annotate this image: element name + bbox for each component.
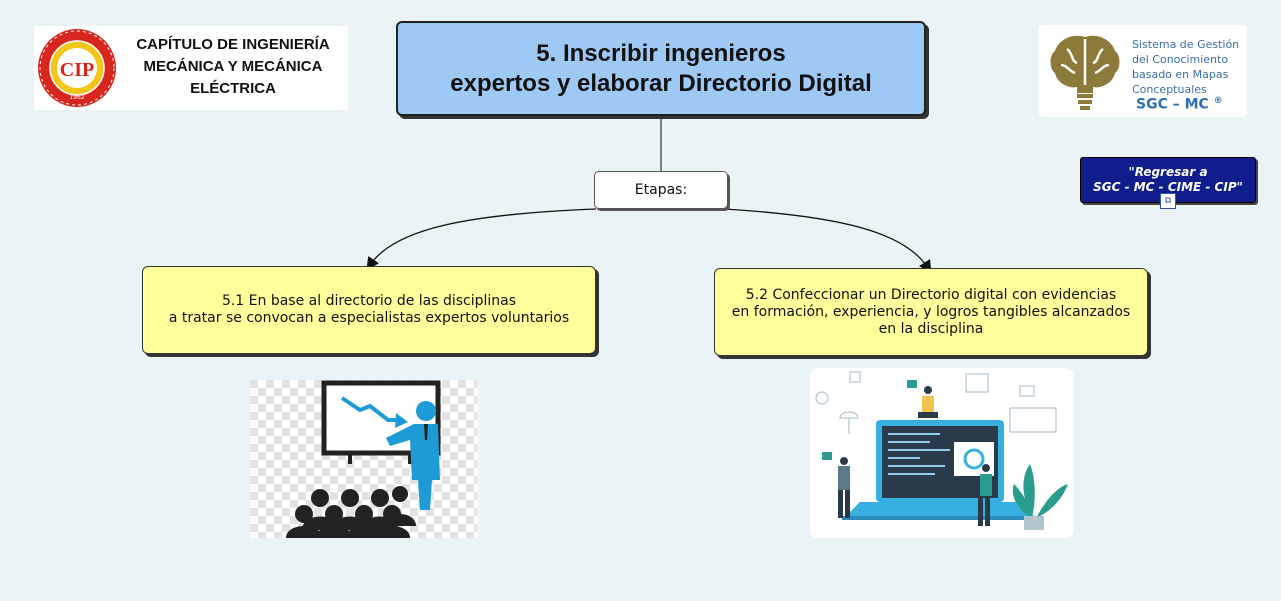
- sgc-mc-logo: Sistema de Gestión del Conocimiento basa…: [1039, 25, 1247, 117]
- title-line-2: expertos y elaborar Directorio Digital: [450, 69, 872, 97]
- step-node-5-2: 5.2 Confeccionar un Directorio digital c…: [714, 268, 1148, 356]
- title-line-1: 5. Inscribir ingenieros: [536, 39, 786, 67]
- hyperlink-icon[interactable]: ⧉: [1160, 193, 1176, 209]
- brand-acronym: SGC – MC ®: [1136, 96, 1223, 113]
- page-title: 5. Inscribir ingenieros expertos y elabo…: [396, 21, 926, 116]
- chapter-name: CAPÍTULO DE INGENIERÍA MECÁNICA Y MECÁNI…: [136, 36, 330, 97]
- svg-text:1962: 1962: [69, 94, 84, 101]
- presenter-illustration: [250, 380, 477, 538]
- brain-lightbulb-icon: [1050, 35, 1120, 110]
- arrow-to-step-1: [366, 208, 597, 271]
- chapter-logo: CIP 1962 CAPÍTULO DE INGENIERÍA MECÁNICA…: [34, 26, 348, 110]
- back-to-sgc-button[interactable]: "Regresar a SGC - MC - CIME - CIP": [1080, 157, 1256, 203]
- step-node-5-1: 5.1 En base al directorio de las discipl…: [142, 266, 596, 354]
- svg-text:CIP: CIP: [60, 59, 94, 81]
- arrow-to-step-2: [723, 208, 932, 274]
- brand-description: Sistema de Gestión del Conocimiento basa…: [1132, 38, 1240, 96]
- cip-seal-icon: CIP 1962: [38, 29, 116, 107]
- digital-directory-illustration: [810, 368, 1073, 538]
- root-node-etapas: Etapas:: [594, 171, 728, 209]
